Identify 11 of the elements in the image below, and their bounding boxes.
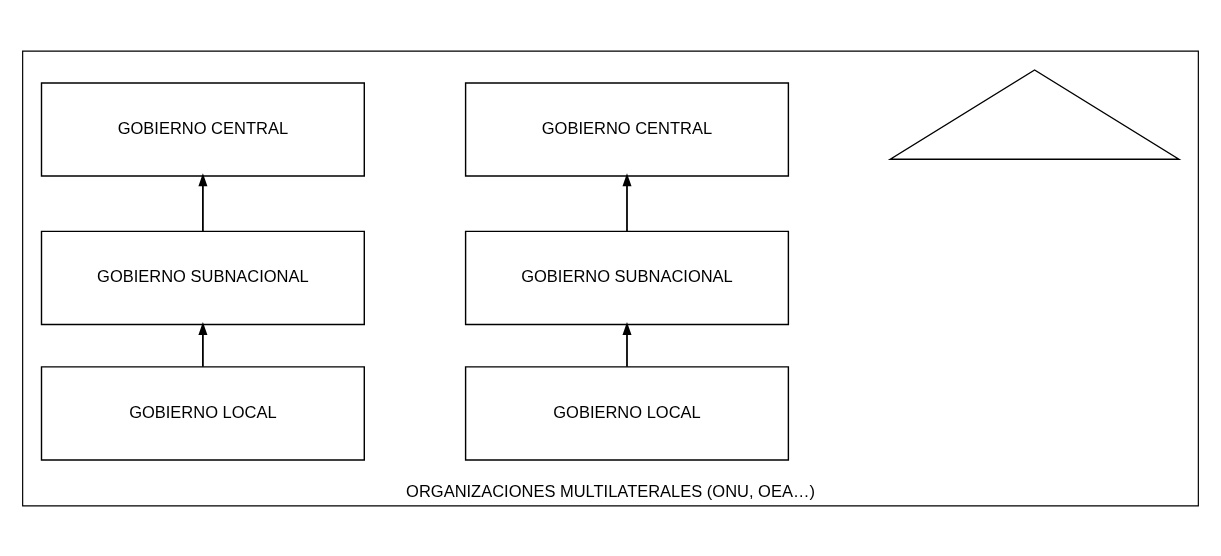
node-triangle [887, 68, 1182, 160]
arrow [198, 321, 208, 368]
node-box: GOBIERNO LOCAL [40, 365, 365, 461]
node-box: GOBIERNO SUBNACIONAL [40, 230, 365, 325]
arrow [622, 321, 632, 368]
node-box: GOBIERNO LOCAL [464, 365, 790, 461]
arrow [622, 172, 632, 232]
node-box: GOBIERNO CENTRAL [464, 81, 790, 177]
node-box: GOBIERNO SUBNACIONAL [464, 230, 790, 325]
arrow [198, 172, 208, 232]
node-box: GOBIERNO CENTRAL [40, 81, 365, 177]
